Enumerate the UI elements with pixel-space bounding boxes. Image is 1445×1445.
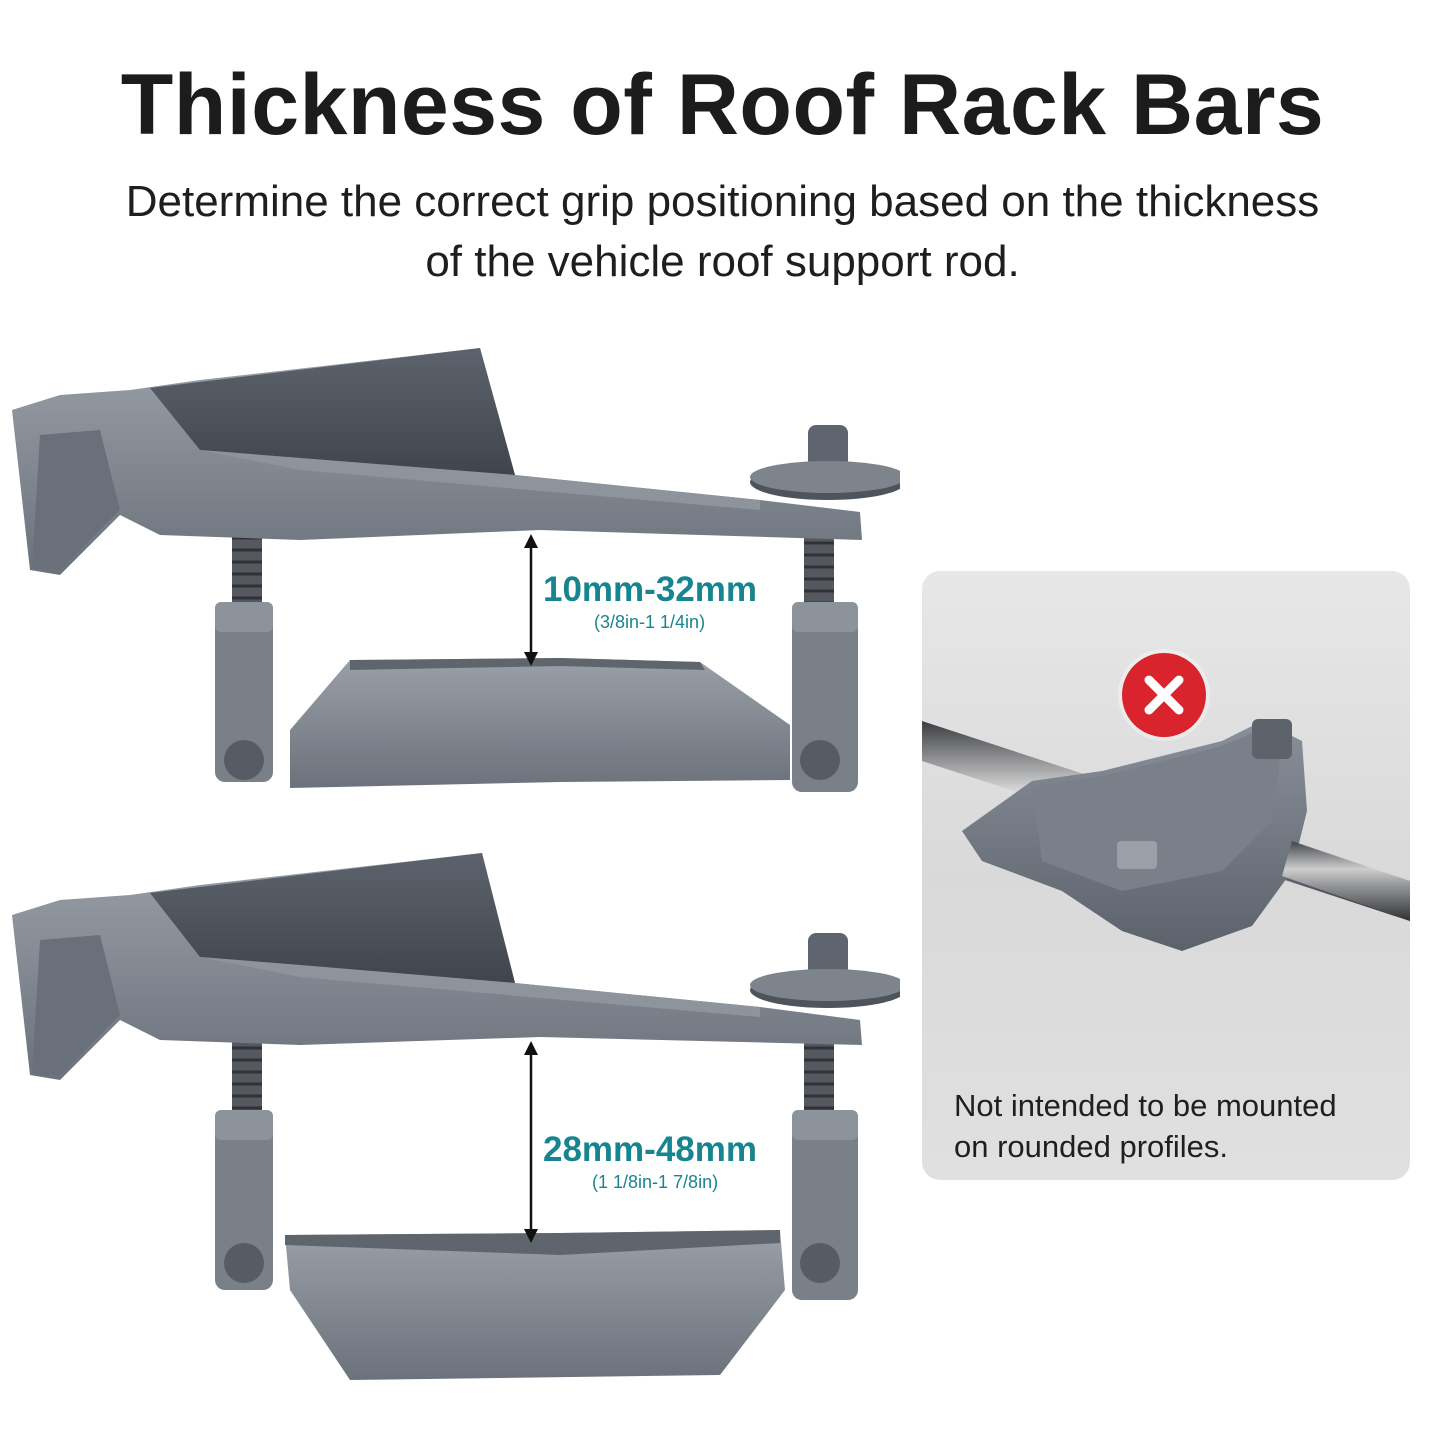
clamp-illustration (12, 348, 900, 792)
warning-panel: Not intended to be mounted on rounded pr… (922, 571, 1410, 1180)
warning-text: Not intended to be mounted on rounded pr… (954, 1085, 1404, 1167)
clamp-range-mm: 28mm-48mm (543, 1130, 757, 1169)
subtitle-line-2: of the vehicle roof support rod. (425, 237, 1020, 286)
page-title: Thickness of Roof Rack Bars (120, 57, 1325, 153)
subtitle-line-1: Determine the correct grip positioning b… (125, 177, 1320, 226)
clamp-range-in: (3/8in-1 1/4in) (594, 612, 706, 632)
warning-line-1: Not intended to be mounted (954, 1088, 1337, 1123)
clamp-small-range: 10mm-32mm (3/8in-1 1/4in) (0, 340, 900, 810)
clamp-illustration (12, 853, 900, 1380)
page-subtitle: Determine the correct grip positioning b… (0, 172, 1445, 292)
clamp-range-mm: 10mm-32mm (543, 570, 757, 609)
clamp-large-range: 28mm-48mm (1 1/8in-1 7/8in) (0, 845, 900, 1405)
warning-line-2: on rounded profiles. (954, 1129, 1229, 1164)
clamp-range-in: (1 1/8in-1 7/8in) (592, 1172, 719, 1192)
rounded-bar-illustration (922, 719, 1410, 951)
close-icon (1122, 653, 1206, 737)
